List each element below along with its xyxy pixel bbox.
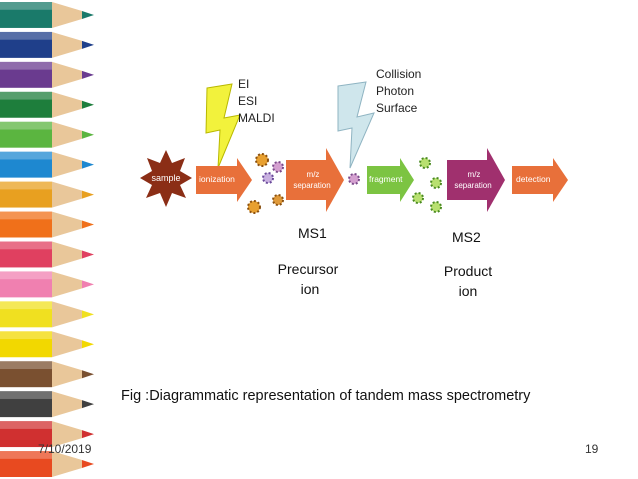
pencil [0, 241, 94, 268]
pencil [0, 361, 94, 388]
pencil [0, 61, 94, 88]
ms2-separation-label-line2: separation [454, 181, 491, 190]
pencil [0, 121, 94, 148]
ms2-separation-label-line1: m/z [468, 170, 481, 179]
ionization-arrow [196, 158, 252, 202]
sample-label: sample [151, 173, 180, 183]
ms2-label: MS2 [452, 229, 481, 245]
fragmentation-method-photon: Photon [376, 84, 414, 98]
pencil [0, 451, 94, 477]
ms1-separation-label-line1: m/z [307, 170, 320, 179]
precursor-ion-particles [247, 153, 360, 214]
detection-label: detection [516, 174, 551, 184]
pencil [0, 91, 94, 118]
slide-date: 7/10/2019 [38, 442, 92, 456]
ms1-separation-arrow [286, 148, 344, 212]
fragment-arrow [367, 158, 414, 202]
ionization-lightning-icon [205, 83, 241, 169]
ms2-separation-arrow [447, 148, 505, 212]
figure-caption: Fig :Diagrammatic representation of tand… [121, 388, 531, 404]
product-label-line1: Product [444, 263, 492, 279]
pencil [0, 2, 94, 28]
precursor-label-line1: Precursor [278, 261, 339, 277]
ms1-label: MS1 [298, 225, 327, 241]
sample-starburst [140, 150, 192, 207]
pencil [0, 271, 94, 298]
pencil [0, 31, 94, 58]
fragmentation-method-collision: Collision [376, 67, 421, 81]
pencil [0, 301, 94, 328]
ionization-label: ionization [199, 174, 235, 184]
product-ion-particles [412, 157, 442, 213]
fragment-label: fragment [369, 174, 403, 184]
ionization-method-esi: ESI [238, 94, 257, 108]
ionization-method-ei: EI [238, 77, 249, 91]
pencil-border-decoration [0, 2, 94, 477]
pencil [0, 151, 94, 178]
pencil [0, 211, 94, 238]
product-label-line2: ion [459, 283, 478, 299]
ionization-method-maldi: MALDI [238, 111, 275, 125]
fragmentation-lightning-icon [337, 81, 375, 169]
slide-page-number: 19 [585, 442, 599, 456]
pencil [0, 181, 94, 208]
fragmentation-method-surface: Surface [376, 101, 418, 115]
ms1-separation-label-line2: separation [293, 181, 330, 190]
pencil [0, 331, 94, 358]
precursor-label-line2: ion [301, 281, 320, 297]
detection-arrow [512, 158, 568, 202]
pencil [0, 391, 94, 418]
pencil [0, 421, 94, 448]
